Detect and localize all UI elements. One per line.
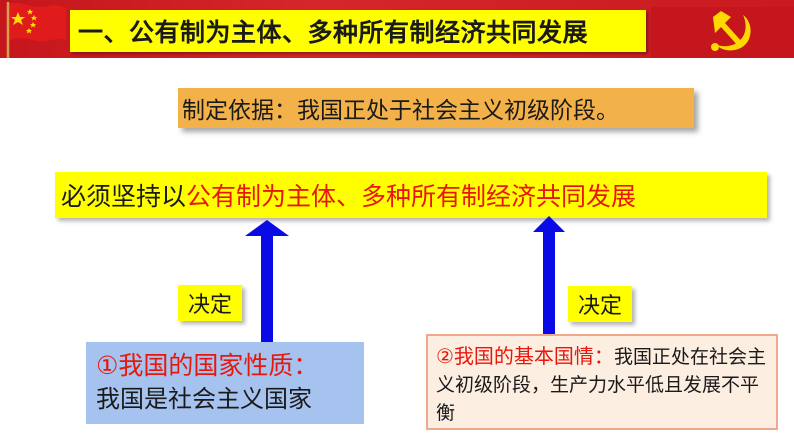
- conditions-body: 我国正处在社会主义初级阶段，生产力水平低且发展不平衡: [436, 346, 766, 424]
- left-up-arrow-icon: [245, 220, 289, 342]
- decide-label-right: 决定: [568, 286, 632, 322]
- decide-right-text: 决定: [577, 294, 622, 319]
- national-conditions-box: ②我国的基本国情：我国正处在社会主义初级阶段，生产力水平低且发展不平衡: [426, 334, 778, 430]
- nature-body: 我国是社会主义国家: [96, 385, 312, 413]
- conditions-text: ②我国的基本国情：我国正处在社会主义初级阶段，生产力水平低且发展不平衡: [436, 342, 768, 427]
- decide-left-text: 决定: [187, 293, 232, 318]
- nature-title: ①我国的国家性质：: [96, 351, 319, 380]
- red-flag-icon: [0, 0, 68, 58]
- national-nature-box: ①我国的国家性质： 我国是社会主义国家: [86, 342, 364, 424]
- principle-highlight: 公有制为主体、多种所有制经济共同发展: [186, 182, 637, 211]
- basis-box: 制定依据：我国正处于社会主义初级阶段。: [178, 88, 694, 128]
- principle-prefix: 必须坚持以: [61, 182, 187, 211]
- principle-box: 必须坚持以公有制为主体、多种所有制经济共同发展: [55, 172, 767, 218]
- decide-label-left: 决定: [178, 285, 242, 321]
- right-up-arrow-icon: [533, 216, 565, 336]
- party-emblem-icon: [651, 7, 794, 58]
- page-title: 一、公有制为主体、多种所有制经济共同发展: [78, 18, 589, 47]
- basis-text: 制定依据：我国正处于社会主义初级阶段。: [182, 98, 619, 124]
- title-banner: 一、公有制为主体、多种所有制经济共同发展: [70, 10, 646, 52]
- conditions-label: ②我国的基本国情：: [436, 344, 614, 368]
